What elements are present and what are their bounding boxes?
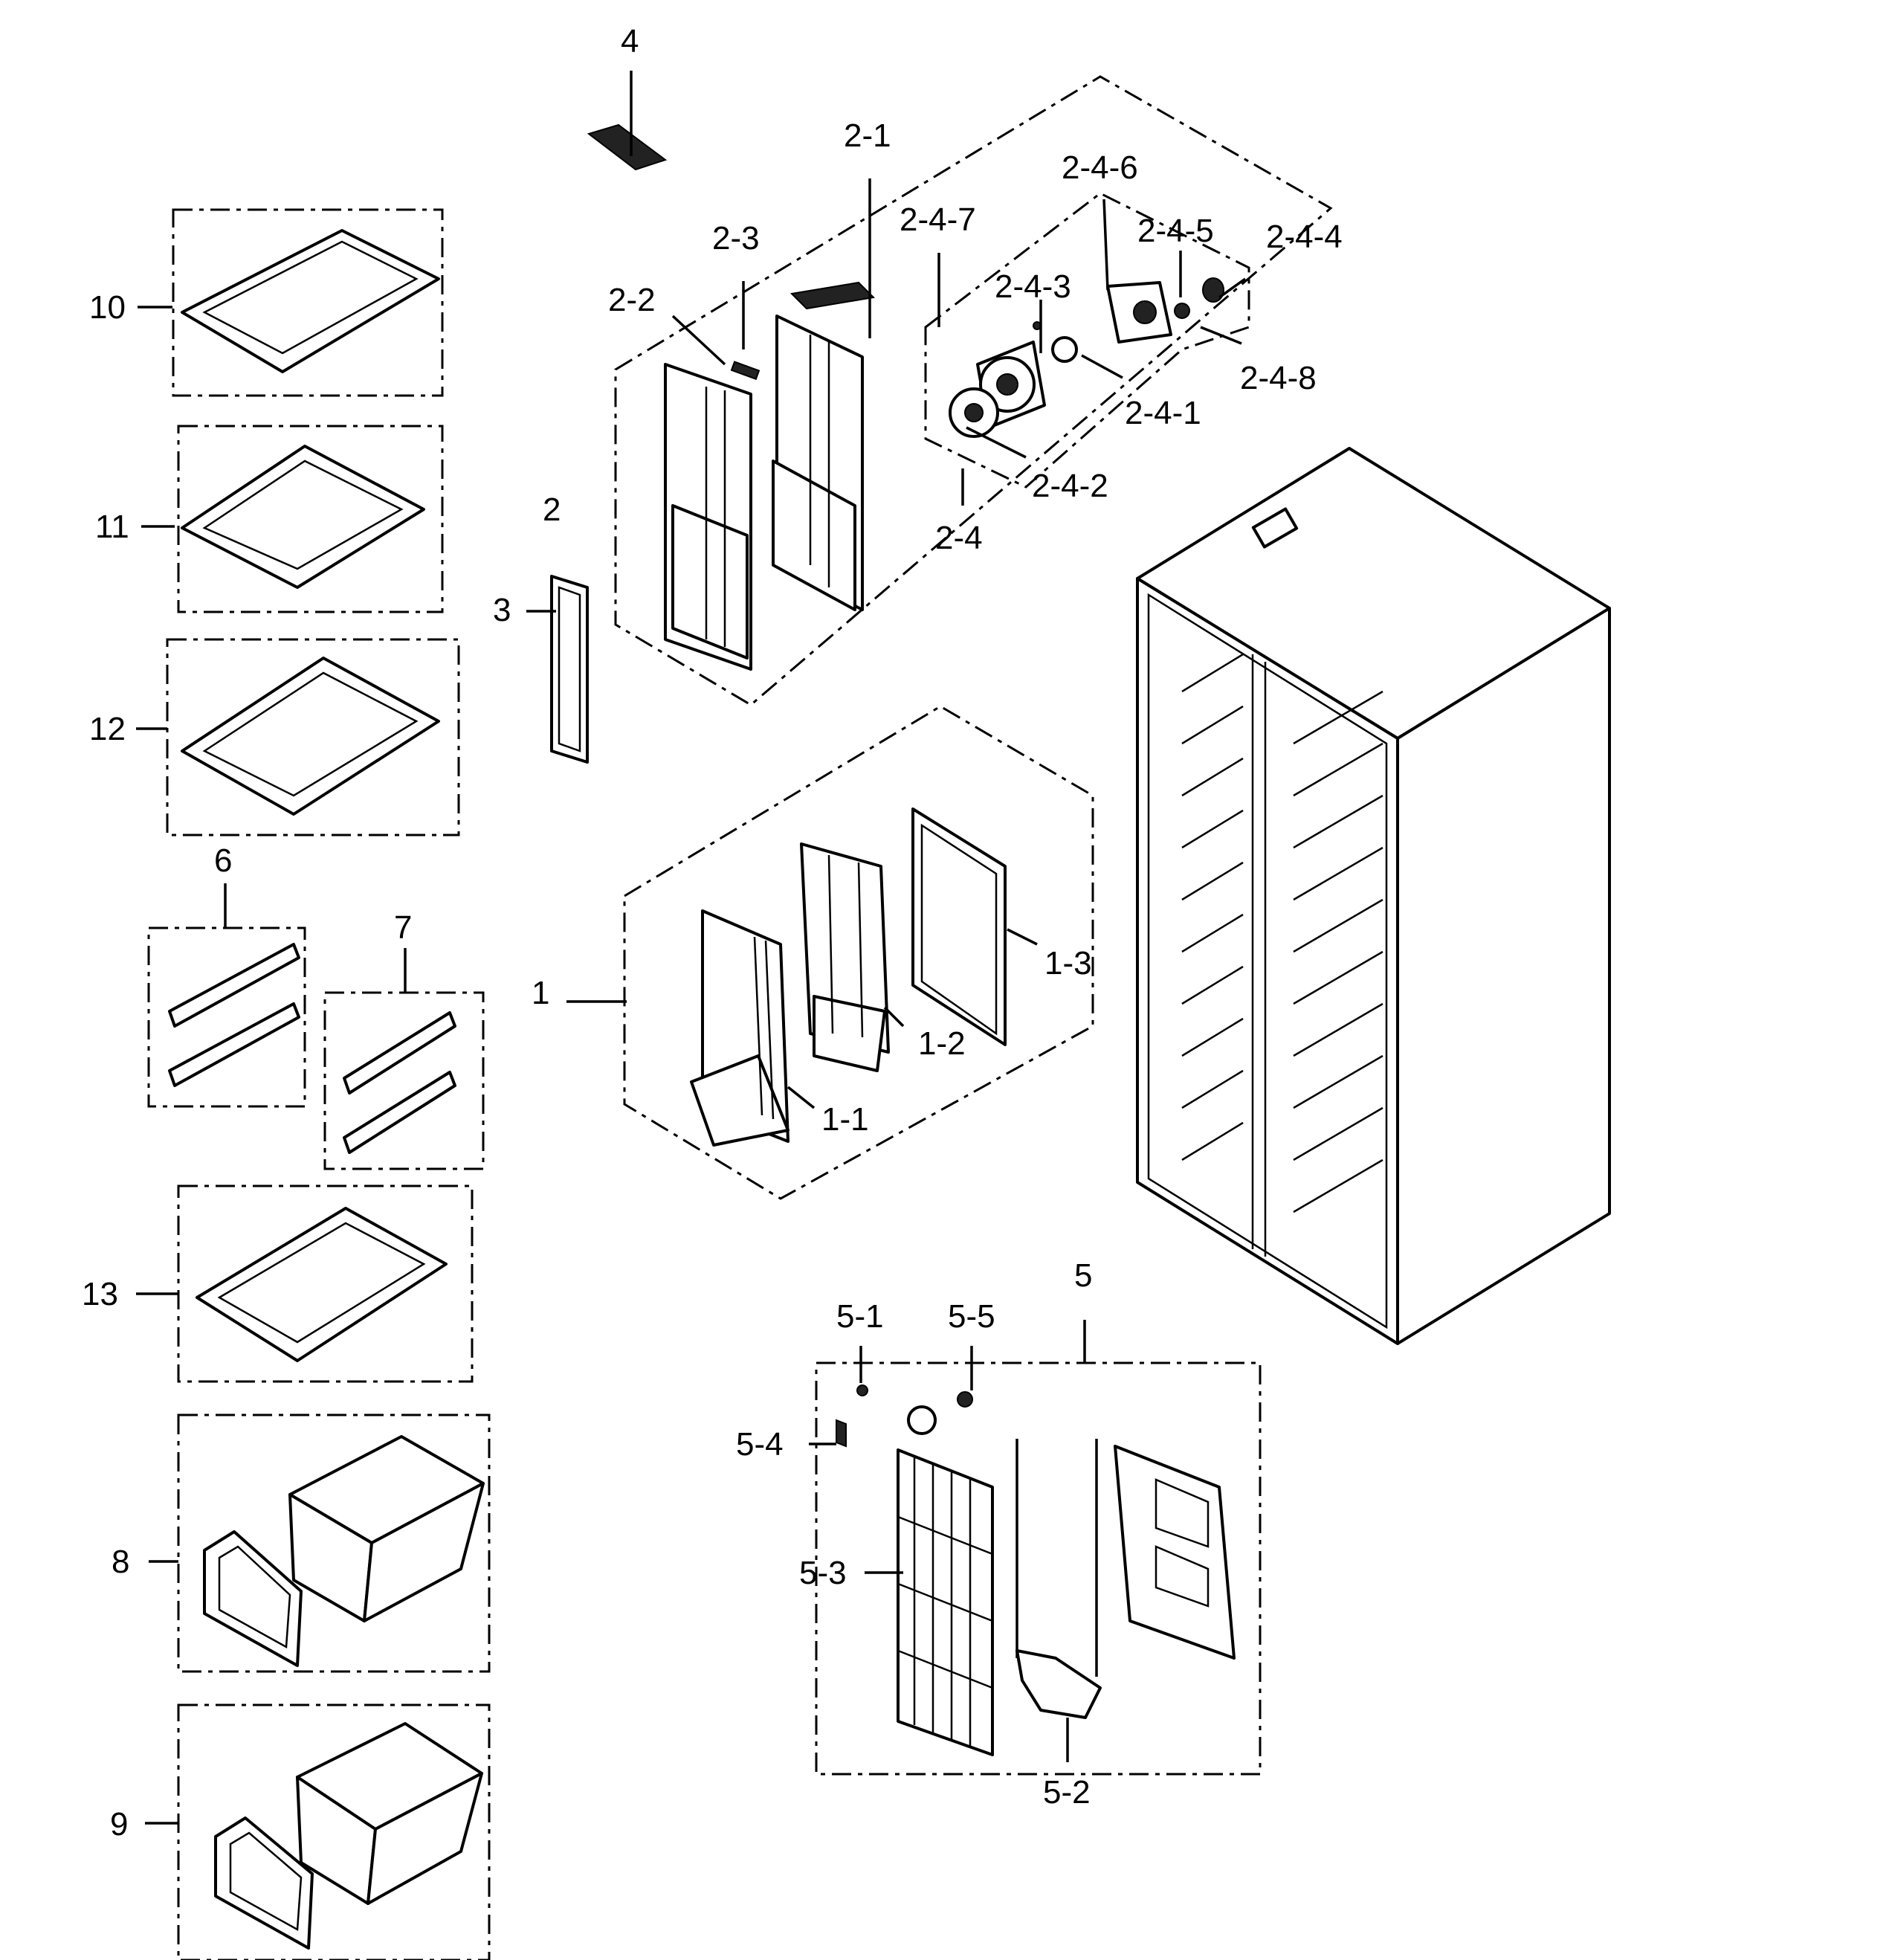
callout-2-4: 2-4 xyxy=(935,520,983,556)
callout-5-4: 5-4 xyxy=(736,1426,784,1463)
callout-3: 3 xyxy=(493,592,511,628)
evaporator-cover-front xyxy=(772,315,864,611)
callout-1: 1 xyxy=(532,975,549,1011)
cover-plate xyxy=(1114,1445,1236,1660)
callout-10: 10 xyxy=(89,289,126,326)
assembly-5-group xyxy=(809,1320,1262,1776)
drawer-9-group xyxy=(145,1703,491,1960)
callout-5-3: 5-3 xyxy=(799,1555,847,1591)
callout-12: 12 xyxy=(89,711,126,747)
part-3-gasket xyxy=(526,575,589,764)
callout-5-5: 5-5 xyxy=(948,1298,995,1335)
callout-9: 9 xyxy=(110,1806,128,1843)
callout-1-1: 1-1 xyxy=(821,1101,869,1138)
callout-7: 7 xyxy=(394,909,412,946)
shelf-rails xyxy=(1181,653,1383,1213)
callout-2-4-4: 2-4-4 xyxy=(1266,219,1343,255)
refrigerator-cabinet xyxy=(1136,447,1611,1345)
shelf-11-group xyxy=(141,425,444,613)
callout-2-4-5: 2-4-5 xyxy=(1137,213,1214,249)
evaporator-cover-rear xyxy=(664,363,752,671)
callout-1-3: 1-3 xyxy=(1044,945,1092,981)
duct-1-2 xyxy=(800,842,890,1072)
callout-2-4-2: 2-4-2 xyxy=(1032,468,1108,504)
callout-2-4-1: 2-4-1 xyxy=(1125,395,1201,431)
callout-6: 6 xyxy=(214,842,232,879)
callout-5-2: 5-2 xyxy=(1043,1774,1091,1811)
duct-1-1 xyxy=(690,909,789,1147)
cover-1-3 xyxy=(911,807,1007,1046)
rails-6-group xyxy=(147,883,306,1108)
callout-11: 11 xyxy=(95,509,129,545)
callout-13: 13 xyxy=(82,1276,118,1312)
rails-7-group xyxy=(323,948,485,1170)
part-4-bracket xyxy=(587,71,668,171)
shelf-10-group xyxy=(138,208,444,397)
callout-8: 8 xyxy=(112,1544,129,1580)
shelf-13-group xyxy=(136,1184,474,1383)
evaporator-5-3 xyxy=(897,1405,994,1756)
callout-2-2: 2-2 xyxy=(608,282,656,318)
assembly-1-group xyxy=(566,705,1094,1200)
fan-assembly xyxy=(924,192,1250,489)
shelf-12-group xyxy=(136,638,460,836)
callout-2-1: 2-1 xyxy=(844,117,891,154)
drawer-8-group xyxy=(149,1413,491,1673)
assembly-2-group xyxy=(614,75,1333,706)
callout-2-4-7: 2-4-7 xyxy=(900,202,976,238)
callout-2-4-3: 2-4-3 xyxy=(995,268,1071,305)
callout-2-4-6: 2-4-6 xyxy=(1062,149,1138,186)
callout-2: 2 xyxy=(543,491,561,528)
callout-2-4-8: 2-4-8 xyxy=(1240,360,1317,396)
callout-labels: 4 2-1 2-4-6 2-4-7 2-4-5 2-4-4 2-3 2-4-3 … xyxy=(82,23,1343,1843)
callout-4: 4 xyxy=(621,23,639,59)
callout-1-2: 1-2 xyxy=(918,1025,966,1062)
callout-2-3: 2-3 xyxy=(712,220,760,257)
callout-5-1: 5-1 xyxy=(836,1298,884,1335)
heater-5-2 xyxy=(1015,1439,1102,1719)
callout-5: 5 xyxy=(1074,1257,1092,1294)
